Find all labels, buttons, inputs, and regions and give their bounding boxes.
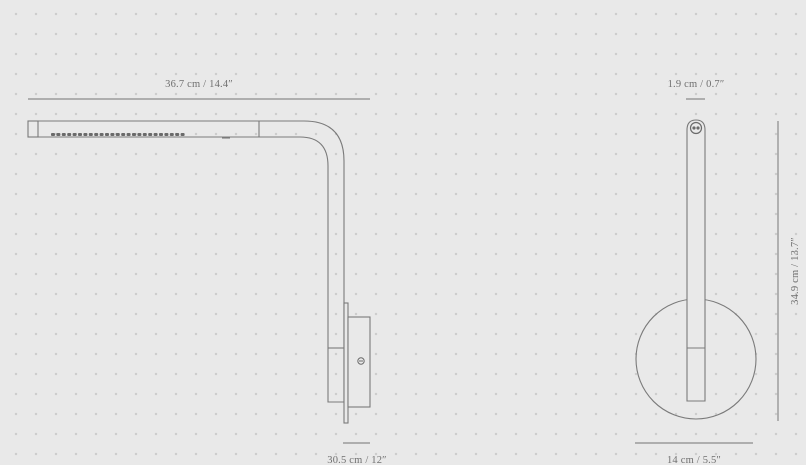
led-segment	[148, 133, 153, 136]
arm-length-dimension: 36.7 cm / 14.4″	[28, 79, 370, 100]
led-segment	[51, 133, 55, 136]
led-segment	[99, 133, 104, 136]
led-segment	[121, 133, 126, 136]
backplate-label: 14 cm / 5.5″	[667, 455, 721, 465]
led-segment	[110, 133, 115, 136]
height-dimension: 34.9 cm / 13.7″	[777, 121, 801, 421]
led-segment	[105, 133, 109, 136]
screw-icon	[357, 357, 365, 365]
led-segment	[153, 133, 158, 136]
wall-mount-side	[343, 302, 371, 424]
led-segment	[78, 133, 82, 136]
led-segment	[67, 133, 72, 136]
led-segment	[126, 133, 131, 136]
led-segment	[132, 133, 136, 136]
led-segment	[83, 133, 88, 136]
lamp-head-cap	[27, 120, 39, 138]
mount-box	[347, 316, 371, 408]
lamp-arm-side	[27, 120, 345, 403]
led-segment	[180, 133, 185, 136]
led-segment	[94, 133, 99, 136]
arm-outline	[38, 120, 345, 403]
pivot-joint-icon	[689, 121, 703, 135]
led-segment	[56, 133, 61, 136]
led-segment	[169, 133, 174, 136]
backplate-dimension: 14 cm / 5.5″	[635, 442, 753, 465]
projection-label: 30.5 cm / 12″	[327, 455, 386, 465]
led-segment	[175, 133, 180, 136]
led-segment	[137, 133, 142, 136]
led-segment	[115, 133, 120, 136]
head-width-dimension: 1.9 cm / 0.7″	[668, 79, 725, 100]
led-segment	[164, 133, 169, 136]
lamp-stem-front	[686, 119, 706, 402]
wall-plate-edge	[343, 302, 349, 424]
projection-dimension: 30.5 cm / 12″	[327, 442, 387, 465]
front-view: 1.9 cm / 0.7″ 34.9 cm / 13.7″ 14 cm / 5.…	[635, 79, 801, 465]
side-view: 36.7 cm / 14.4″	[27, 79, 387, 465]
led-segment	[159, 133, 163, 136]
stem-outline	[686, 119, 706, 402]
led-segment	[88, 133, 93, 136]
led-strip	[51, 133, 185, 136]
led-segment	[142, 133, 147, 136]
arm-length-label: 36.7 cm / 14.4″	[165, 79, 233, 90]
led-segment	[72, 133, 77, 136]
led-segment	[61, 133, 66, 136]
height-label: 34.9 cm / 13.7″	[790, 237, 801, 305]
head-width-label: 1.9 cm / 0.7″	[668, 79, 725, 90]
